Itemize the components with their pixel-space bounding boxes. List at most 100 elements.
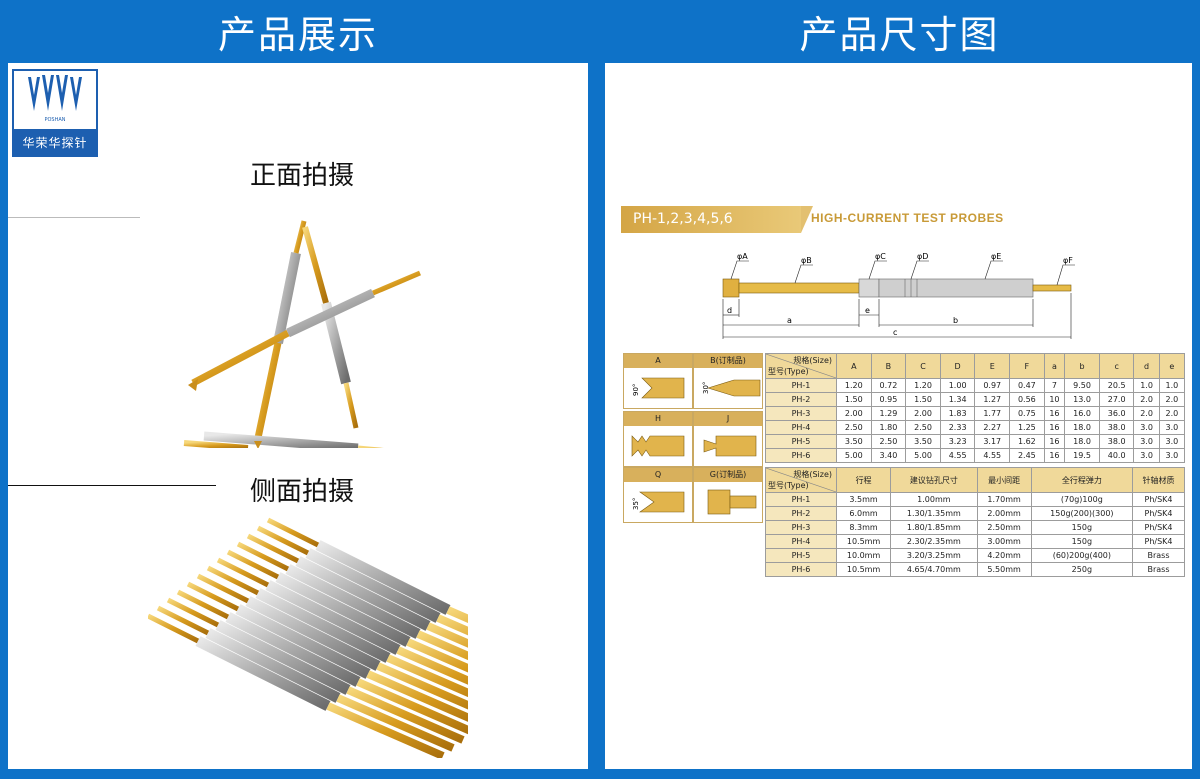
table-cell: 2.50 [870, 434, 907, 449]
table-cell: Ph/SK4 [1132, 534, 1185, 549]
table-cell: 40.0 [1098, 448, 1135, 463]
table-cell: 1.29 [870, 406, 907, 421]
table-cell: 2.45 [1009, 448, 1045, 463]
column-header: B [870, 353, 907, 379]
table-cell: 1.0 [1158, 378, 1186, 393]
table-cell: 10.5mm [835, 534, 892, 549]
tip-label: Q [624, 468, 692, 482]
table-cell: (60)200g(400) [1030, 548, 1134, 563]
tip-angle: 90° [632, 384, 640, 396]
table-cell: 1.50 [836, 392, 872, 407]
probe-dimension-drawing: φA φB φC φD φE φF d a e b c [722, 252, 1075, 339]
tip-type-b: B(订制品) 30° [693, 353, 763, 409]
row-type-cell: PH-4 [765, 534, 837, 549]
tip-shape-icon: 90° [624, 368, 692, 408]
dim-label-E: φE [991, 252, 1001, 261]
logo-small-text: POSHAN [44, 117, 66, 123]
dim-label-d: d [727, 306, 732, 315]
table-corner: 规格(Size) 型号(Type) [765, 467, 837, 493]
table-cell: 2.0 [1133, 406, 1160, 421]
table-cell: Ph/SK4 [1132, 520, 1185, 535]
table-cell: 0.47 [1009, 378, 1045, 393]
column-header: D [939, 353, 976, 379]
table-cell: 1.25 [1009, 420, 1045, 435]
table-cell: 2.50mm [976, 520, 1032, 535]
table-cell: 1.00mm [890, 492, 978, 507]
column-header: F [1009, 353, 1045, 379]
table-cell: 1.83 [939, 406, 976, 421]
table-cell: 16.0 [1064, 406, 1100, 421]
divider-line [8, 217, 140, 218]
table-cell: 3.5mm [835, 492, 892, 507]
table-cell: 1.62 [1009, 434, 1045, 449]
table-cell: 2.27 [974, 420, 1011, 435]
table-cell: 20.5 [1098, 378, 1135, 393]
table-cell: 13.0 [1064, 392, 1100, 407]
table-cell: 27.0 [1098, 392, 1135, 407]
table-cell: 1.80/1.85mm [890, 520, 978, 535]
table-cell: 3.50 [836, 434, 872, 449]
dim-label-e: e [865, 306, 870, 315]
table-cell: 3.20/3.25mm [890, 548, 978, 563]
product-display-content: POSHAN 华荣华探针 正面拍摄 [8, 63, 588, 769]
table-cell: 2.00 [836, 406, 872, 421]
table-cell: 38.0 [1098, 434, 1135, 449]
table-cell: 3.23 [939, 434, 976, 449]
row-type-cell: PH-3 [765, 520, 837, 535]
model-band-tail [801, 206, 813, 233]
table-cell: 5.50mm [976, 562, 1032, 577]
corner-top-label: 规格(Size) [793, 470, 832, 479]
table-cell: Brass [1132, 548, 1185, 563]
dim-label-a: a [787, 316, 792, 325]
tip-shape-icon: 30° [694, 368, 762, 408]
front-view-caption: 正面拍摄 [250, 161, 355, 191]
table-cell: 4.20mm [976, 548, 1032, 563]
column-header: 针轴材质 [1132, 467, 1185, 493]
column-header: 行程 [835, 467, 892, 493]
tip-label: G(订制品) [694, 468, 762, 482]
table-cell: 1.80 [870, 420, 907, 435]
tip-type-g: G(订制品) [693, 467, 763, 523]
table-cell: 2.00mm [976, 506, 1032, 521]
tip-label: J [694, 412, 762, 426]
dimension-spec-table: 规格(Size) 型号(Type) A B C D E F a b c d e … [765, 353, 1186, 463]
table-cell: 0.75 [1009, 406, 1045, 421]
table-cell: 1.00 [939, 378, 976, 393]
tip-label: B(订制品) [694, 354, 762, 368]
column-header: c [1098, 353, 1135, 379]
dim-label-D: φD [917, 252, 928, 261]
table-cell: 1.20 [905, 378, 941, 393]
tip-shape-icon [624, 426, 692, 466]
row-type-cell: PH-6 [765, 562, 837, 577]
logo-brand-text: 华荣华探针 [14, 129, 96, 155]
side-view-caption: 侧面拍摄 [250, 477, 355, 507]
dim-label-c: c [893, 328, 897, 337]
column-header: 最小间距 [976, 467, 1032, 493]
table-cell: 3.17 [974, 434, 1011, 449]
table-cell: Ph/SK4 [1132, 492, 1185, 507]
table-cell: 10.0mm [835, 548, 892, 563]
table-cell: 3.0 [1133, 448, 1160, 463]
table-cell: 16 [1043, 420, 1066, 435]
table-cell: 5.00 [836, 448, 872, 463]
tip-angle: 35° [632, 498, 640, 510]
table-cell: 150g [1030, 520, 1134, 535]
row-type-cell: PH-6 [765, 448, 837, 463]
tip-angle: 30° [702, 382, 710, 394]
dim-label-A: φA [737, 252, 748, 261]
table-cell: 36.0 [1098, 406, 1135, 421]
table-cell: 0.56 [1009, 392, 1045, 407]
row-type-cell: PH-3 [765, 406, 837, 421]
table-cell: 3.0 [1133, 434, 1160, 449]
table-cell: 1.0 [1133, 378, 1160, 393]
tip-type-q: Q 35° [623, 467, 693, 523]
table-cell: 16 [1043, 406, 1066, 421]
performance-spec-table: 规格(Size) 型号(Type) 行程 建议钻孔尺寸 最小间距 全行程弹力 针… [765, 467, 1185, 577]
table-cell: 18.0 [1064, 434, 1100, 449]
